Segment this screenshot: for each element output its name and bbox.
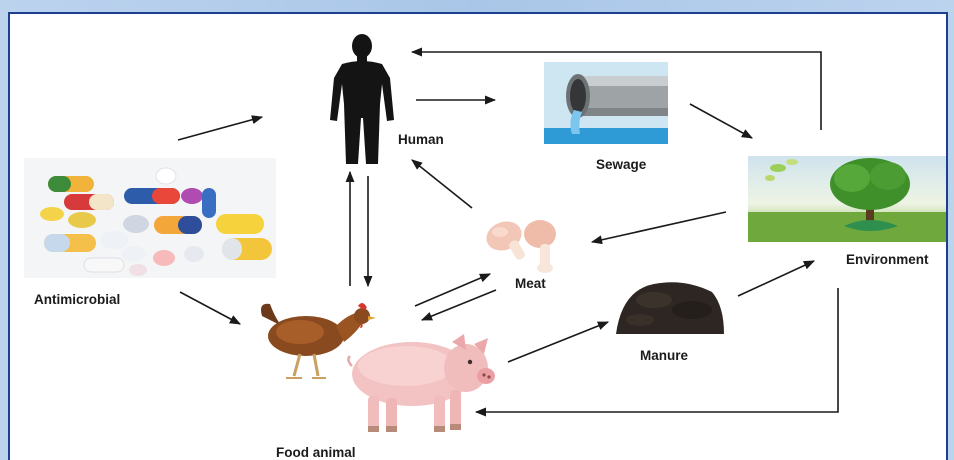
arrow-antimicrobial-to-food-animal [180, 292, 240, 324]
arrow-meat-to-human [412, 160, 472, 208]
arrow-food-animal-to-manure [508, 322, 608, 362]
pills-icon [24, 158, 276, 278]
diagram-frame: Human Sewage [8, 12, 948, 460]
arrow-meat-to-food-animal [422, 290, 496, 320]
pig-icon [346, 330, 496, 434]
arrow-food-animal-to-meat [415, 274, 490, 306]
meat-label: Meat [515, 276, 546, 291]
sewage-label: Sewage [596, 157, 646, 172]
manure-pile-icon [614, 276, 726, 336]
environment-label: Environment [846, 252, 929, 267]
chicken-drumstick-icon [482, 216, 564, 274]
sewage-node [544, 62, 668, 144]
antimicrobial-node [24, 158, 276, 278]
human-silhouette-icon [328, 34, 396, 166]
arrow-sewage-to-environment [690, 104, 752, 138]
tree-landscape-icon [748, 156, 948, 242]
sewage-pipe-icon [544, 62, 668, 144]
arrow-antimicrobial-to-human [178, 117, 262, 140]
human-node [328, 34, 396, 166]
food-animal-label: Food animal [276, 445, 356, 460]
arrow-environment-to-meat [592, 212, 726, 242]
manure-label: Manure [640, 348, 688, 363]
human-label: Human [398, 132, 444, 147]
environment-node [748, 156, 948, 242]
antimicrobial-label: Antimicrobial [34, 292, 120, 307]
meat-node [482, 216, 564, 274]
food-animal-pig-node [346, 330, 496, 434]
arrow-manure-to-environment [738, 261, 814, 296]
manure-node [614, 276, 726, 336]
